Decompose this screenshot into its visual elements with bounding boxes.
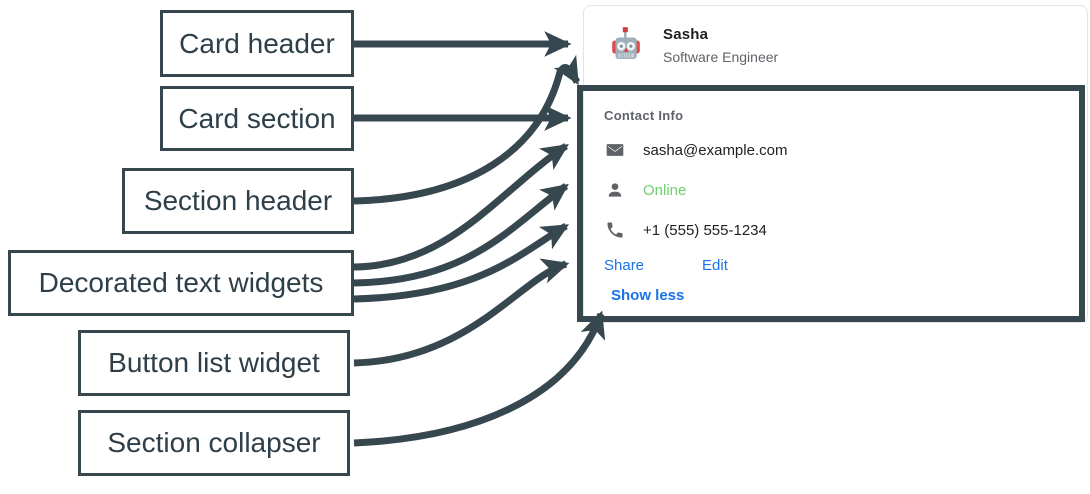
card-header-text: Sasha Software Engineer [663,25,778,68]
show-less-button[interactable]: Show less [611,287,685,304]
label-card-section: Card section [160,86,354,151]
phone-text: +1 (555) 555-1234 [643,221,767,239]
label-section-header-text: Section header [143,185,333,216]
card-title: Sasha [663,25,709,43]
arrow-section-collapser [353,310,606,447]
email-text: sasha@example.com [643,141,788,159]
card-subtitle: Software Engineer [663,48,779,65]
arrow-decorated-phone [353,222,570,303]
person-icon [604,179,626,201]
section-collapser: Show less [604,287,1087,305]
label-card-header-text: Card header [179,27,335,59]
edit-button[interactable]: Edit [702,257,728,274]
decorated-text-widget-phone: +1 (555) 555-1234 [604,217,1087,243]
label-button-list-widget: Button list widget [78,330,350,396]
phone-icon [604,219,626,241]
decorated-text-widget-email: sasha@example.com [604,137,1087,163]
label-decorated-text-widgets-text: Decorated text widgets [38,267,324,298]
label-card-header: Card header [160,10,354,77]
button-list-widget: Share Edit [604,257,1087,274]
card-header: Sasha Software Engineer [584,6,1087,86]
status-text: Online [643,181,687,199]
robot-avatar-icon [604,24,648,68]
profile-card: Sasha Software Engineer Contact Info sas… [583,5,1088,323]
label-button-list-widget-text: Button list widget [108,347,320,378]
section-header: Contact Info [604,108,684,123]
arrow-decorated-status [353,183,569,287]
share-button[interactable]: Share [604,257,645,274]
label-section-header: Section header [122,168,354,234]
label-card-section-text: Card section [178,102,336,134]
arrow-section-header [353,54,581,205]
arrow-decorated-email [353,143,569,271]
email-icon [604,139,626,161]
arrow-button-list [353,258,570,367]
label-decorated-text-widgets: Decorated text widgets [8,250,354,316]
decorated-text-widget-status: Online [604,177,1087,203]
card-section: Contact Info sasha@example.com Online +1… [584,86,1087,322]
label-section-collapser-text: Section collapser [107,427,321,458]
label-section-collapser: Section collapser [78,410,350,476]
